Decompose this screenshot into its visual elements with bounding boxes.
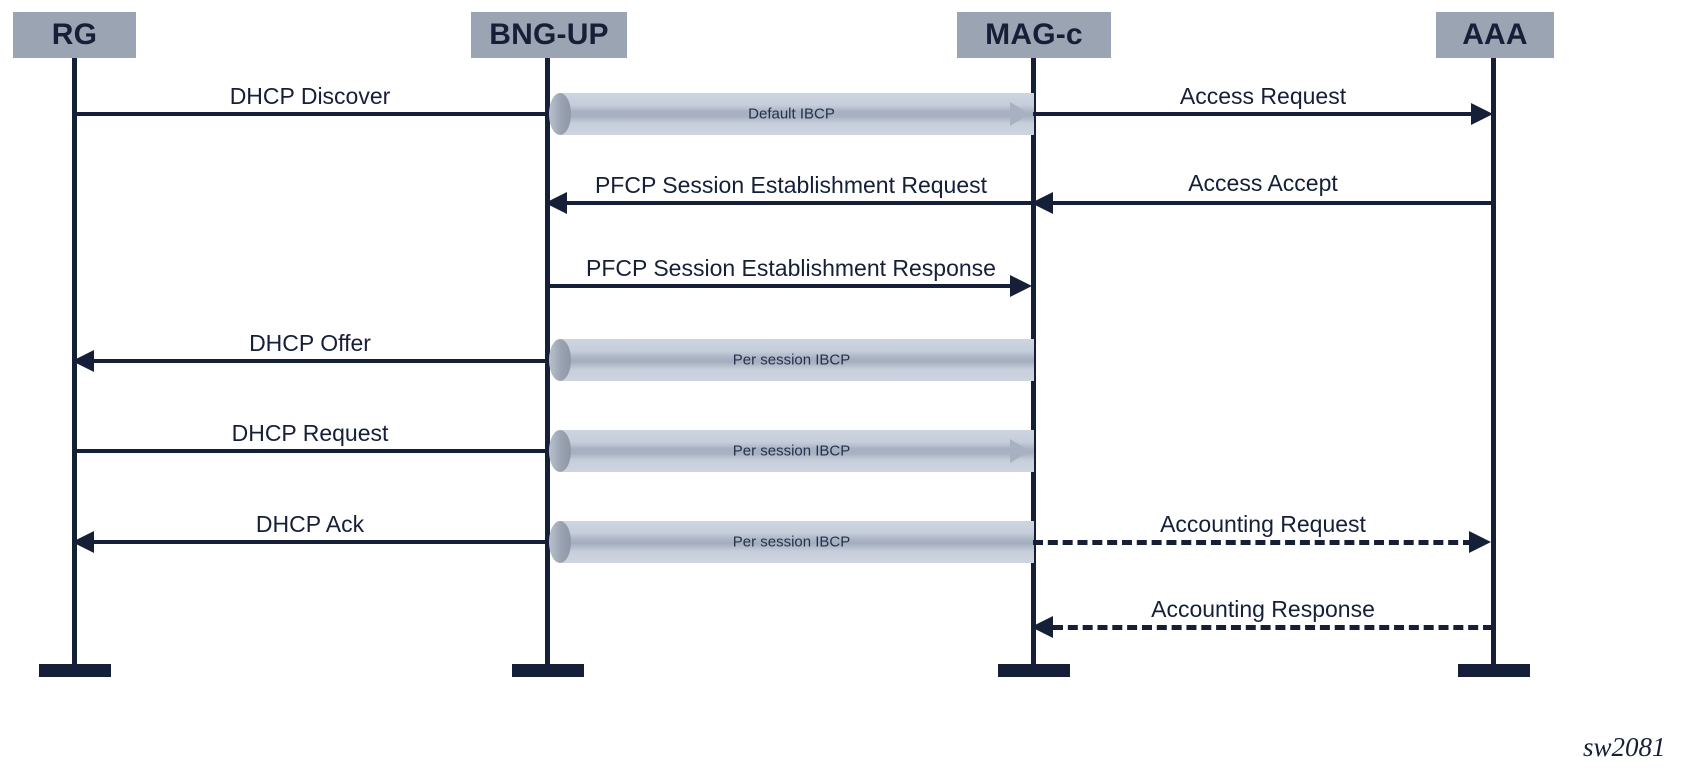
message-line-accounting-request	[1033, 540, 1473, 545]
tunnel-cap	[549, 339, 571, 381]
message-label-access-accept: Access Accept	[1188, 170, 1338, 196]
message-arrow-access-request	[1471, 103, 1493, 125]
tunnel-per-session-ibcp-2: Per session IBCP	[549, 430, 1034, 472]
lifeline-base-bng-up	[512, 664, 584, 677]
message-label-accounting-response: Accounting Response	[1151, 596, 1375, 622]
tunnel-label: Per session IBCP	[732, 351, 851, 369]
tunnel-body	[560, 521, 1034, 563]
message-arrow-pfcp-establishment-response	[1010, 275, 1032, 297]
tunnel-arrow-icon	[1010, 439, 1030, 463]
tunnel-shaft	[569, 447, 1012, 455]
tunnel-arrow-icon	[1010, 102, 1030, 126]
message-line-access-accept	[1053, 201, 1493, 205]
actor-label-bng-up: BNG-UP	[489, 18, 609, 51]
actor-box-rg: RG	[13, 12, 136, 58]
message-label-pfcp-establishment-response: PFCP Session Establishment Response	[586, 255, 996, 281]
actor-label-aaa: AAA	[1462, 18, 1528, 51]
message-arrow-dhcp-offer	[72, 350, 94, 372]
message-line-pfcp-establishment-response	[548, 284, 1014, 288]
message-label-access-request: Access Request	[1179, 83, 1347, 109]
message-label-pfcp-establishment-request: PFCP Session Establishment Request	[594, 172, 988, 198]
tunnel-label: Default IBCP	[748, 105, 835, 123]
tunnel-body	[560, 339, 1034, 381]
tunnel-cap	[549, 521, 571, 563]
lifeline-bng-up	[545, 58, 550, 674]
message-label-dhcp-offer: DHCP Offer	[249, 330, 371, 356]
message-arrow-pfcp-establishment-request	[545, 192, 567, 214]
message-label-dhcp-request: DHCP Request	[231, 420, 389, 446]
message-arrow-dhcp-ack	[72, 531, 94, 553]
lifeline-base-aaa	[1458, 664, 1530, 677]
message-line-access-request	[1033, 112, 1475, 116]
message-label-dhcp-discover: DHCP Discover	[229, 83, 391, 109]
message-line-dhcp-ack	[94, 540, 548, 544]
lifeline-base-rg	[39, 664, 111, 677]
message-label-accounting-request: Accounting Request	[1160, 511, 1366, 537]
message-arrow-accounting-request	[1469, 531, 1491, 553]
actor-label-rg: RG	[51, 18, 98, 51]
actor-label-mag-c: MAG-c	[985, 18, 1083, 51]
lifeline-aaa	[1491, 58, 1496, 674]
tunnel-cap	[549, 93, 571, 135]
actor-box-mag-c: MAG-c	[957, 12, 1111, 58]
message-label-dhcp-ack: DHCP Ack	[255, 511, 365, 537]
actor-box-aaa: AAA	[1436, 12, 1554, 58]
tunnel-cap	[549, 430, 571, 472]
lifeline-base-mag-c	[998, 664, 1070, 677]
figure-credit: sw2081	[1583, 732, 1666, 762]
message-line-dhcp-discover	[72, 112, 548, 116]
tunnel-default-ibcp: Default IBCP	[549, 93, 1034, 135]
tunnel-label: Per session IBCP	[732, 442, 851, 460]
tunnel-per-session-ibcp-3: Per session IBCP	[549, 521, 1034, 563]
tunnel-shaft	[569, 110, 1012, 118]
message-line-accounting-response	[1053, 625, 1493, 630]
message-line-dhcp-request	[72, 449, 548, 453]
message-arrow-accounting-response	[1031, 616, 1053, 638]
tunnel-label: Per session IBCP	[732, 533, 851, 551]
message-line-pfcp-establishment-request	[567, 201, 1034, 205]
message-arrow-access-accept	[1031, 192, 1053, 214]
actor-box-bng-up: BNG-UP	[471, 12, 627, 58]
tunnel-per-session-ibcp-1: Per session IBCP	[549, 339, 1034, 381]
message-line-dhcp-offer	[94, 359, 548, 363]
